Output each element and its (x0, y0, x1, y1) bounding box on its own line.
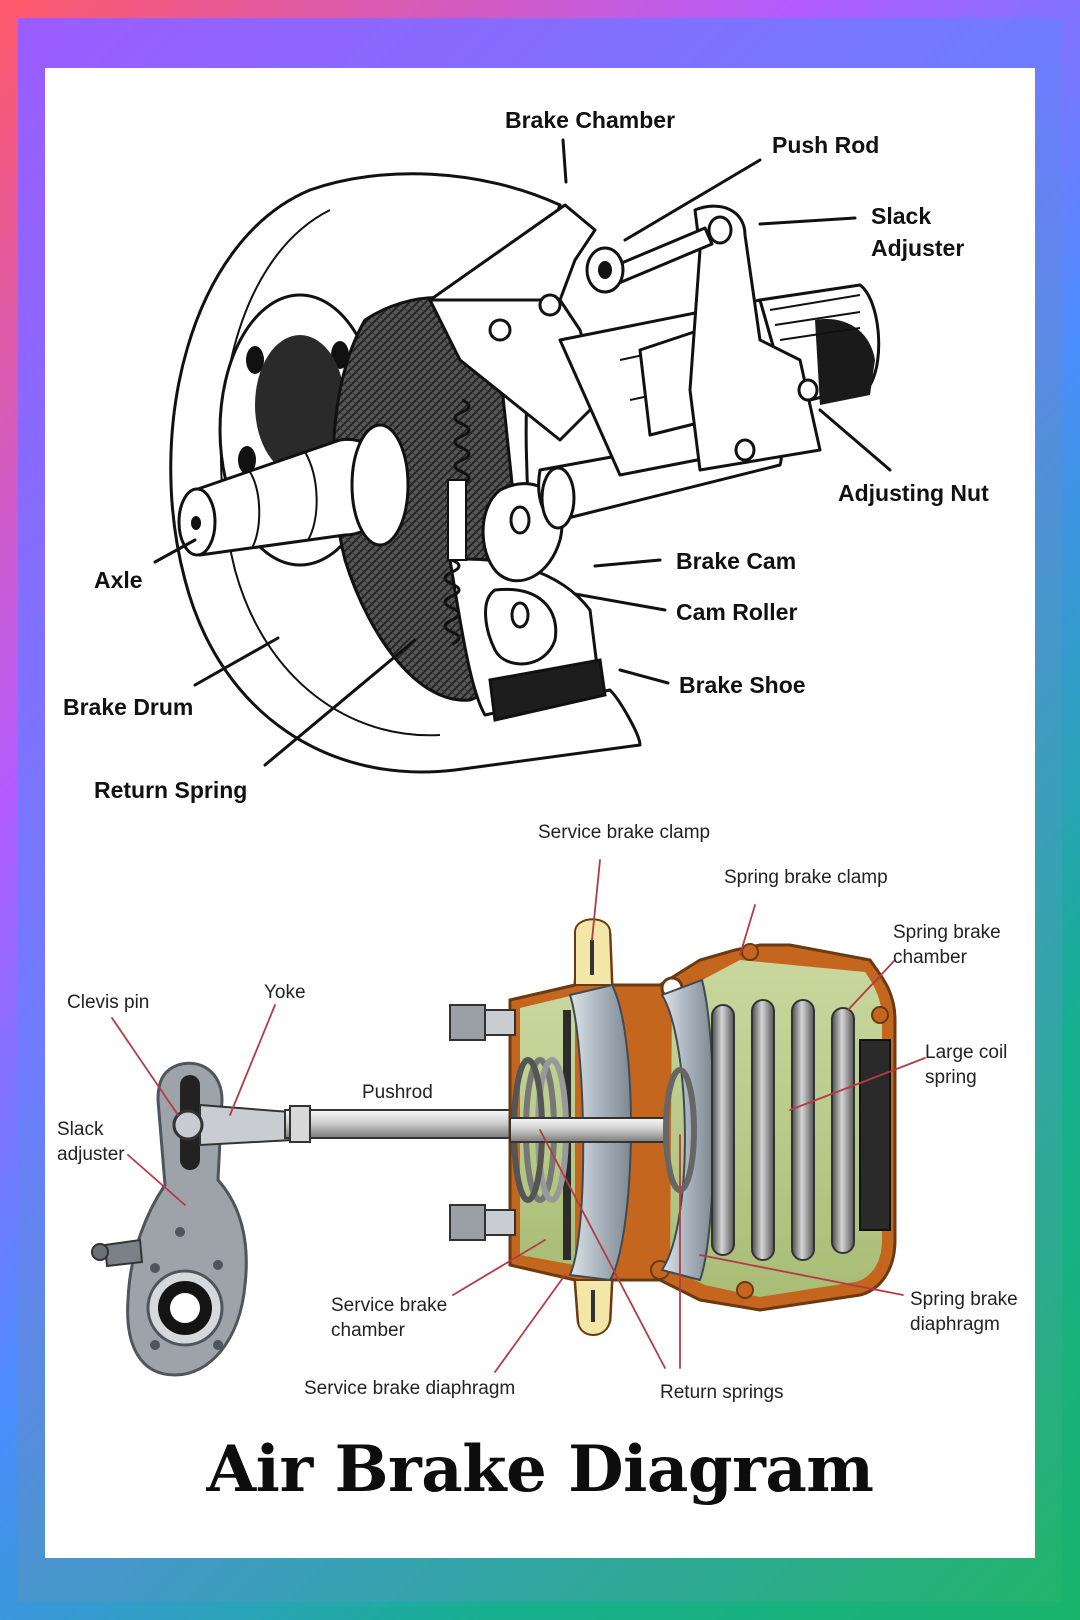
drum-brake-illustration: Brake Chamber Push Rod Slack Adjuster Ad… (63, 107, 989, 803)
label-service-brake-chamber-2: chamber (331, 1320, 406, 1341)
label-adjusting-nut: Adjusting Nut (838, 480, 989, 506)
clamps (573, 918, 614, 1336)
label-spring-brake-diaphragm-2: diaphragm (910, 1314, 1000, 1335)
label-cam-roller: Cam Roller (676, 599, 797, 625)
label-service-brake-chamber-1: Service brake (331, 1295, 447, 1316)
diagram-title: Air Brake Diagram (206, 1432, 874, 1507)
label-axle: Axle (94, 567, 143, 593)
label-large-coil-spring-1: Large coil (925, 1042, 1007, 1063)
brake-shoe-assembly (448, 482, 607, 722)
label-spring-brake-clamp: Spring brake clamp (724, 867, 888, 888)
label-brake-cam: Brake Cam (676, 548, 796, 574)
spring-brake-internals (660, 978, 891, 1282)
chamber-leader-lines (111, 859, 926, 1373)
axle (177, 423, 410, 557)
label-brake-chamber: Brake Chamber (505, 107, 675, 133)
label-service-brake-clamp: Service brake clamp (538, 822, 710, 843)
brake-chamber-illustration: Service brake clamp Spring brake clamp S… (57, 822, 1018, 1403)
label-spring-brake-chamber-2: chamber (893, 947, 968, 968)
label-slack-adjuster-2: Adjuster (871, 235, 964, 261)
label-slack-adjuster-1: Slack (57, 1119, 104, 1140)
label-spring-brake-chamber-1: Spring brake (893, 922, 1001, 943)
label-pushrod: Pushrod (362, 1082, 433, 1103)
drum-labels: Brake Chamber Push Rod Slack Adjuster Ad… (63, 107, 989, 803)
large-coil-spring (711, 999, 855, 1261)
push-rod (585, 226, 714, 294)
return-spring (443, 398, 471, 646)
drum-leader-lines (153, 138, 892, 767)
label-return-spring: Return Spring (94, 777, 247, 803)
label-brake-shoe: Brake Shoe (679, 672, 806, 698)
label-clevis-pin: Clevis pin (67, 992, 149, 1013)
chamber-labels: Service brake clamp Spring brake clamp S… (57, 822, 1018, 1403)
yoke-pushrod (172, 1103, 516, 1147)
label-brake-drum: Brake Drum (63, 694, 193, 720)
label-spring-brake-diaphragm-1: Spring brake (910, 1289, 1018, 1310)
label-slack-adjuster-1: Slack (871, 203, 931, 229)
label-return-springs: Return springs (660, 1382, 784, 1403)
service-diaphragm (509, 983, 666, 1282)
label-large-coil-spring-2: spring (925, 1067, 977, 1088)
label-push-rod: Push Rod (772, 132, 879, 158)
mounting-studs (449, 1004, 516, 1241)
label-service-brake-diaphragm: Service brake diaphragm (304, 1378, 515, 1399)
label-slack-adjuster-2: adjuster (57, 1144, 125, 1165)
slack-adjuster-arm (688, 204, 822, 472)
label-yoke: Yoke (264, 982, 306, 1003)
